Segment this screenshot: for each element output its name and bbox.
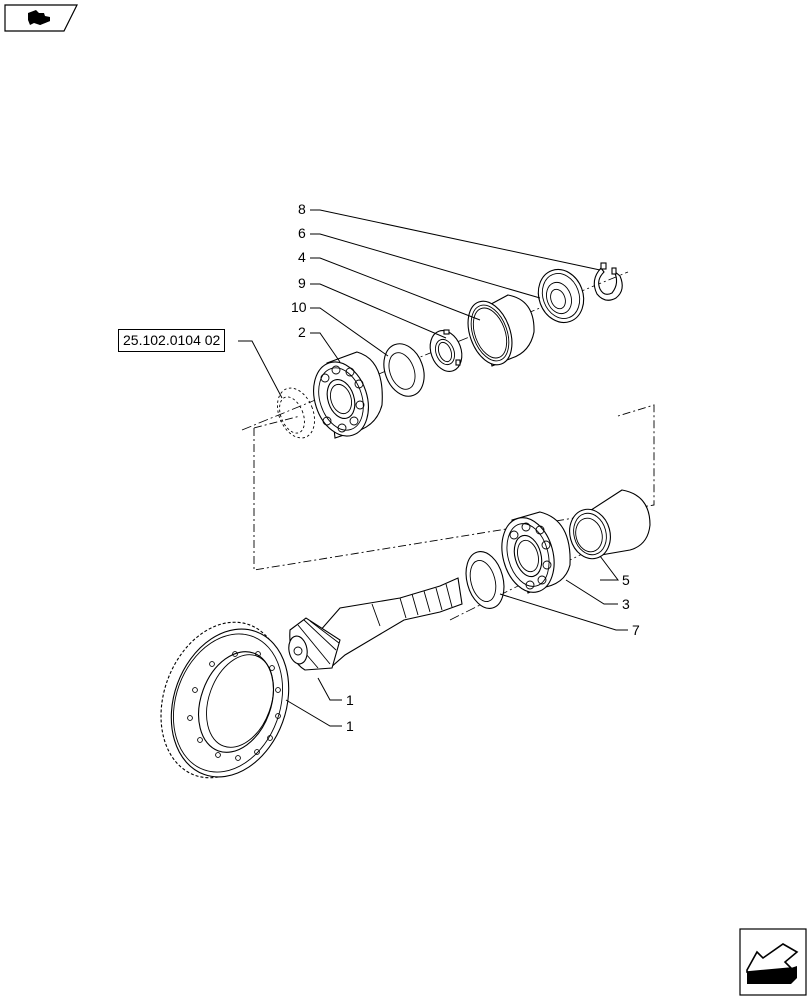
leader-lines — [238, 209, 628, 727]
assembly-frame — [253, 404, 655, 571]
part-4-bearing-cup — [467, 294, 535, 367]
part-2-bearing — [313, 351, 383, 439]
part-3-bearing — [501, 511, 571, 594]
arrow-back-icon — [4, 4, 78, 32]
callout-5[interactable]: 5 — [622, 572, 630, 588]
next-page-button[interactable] — [739, 928, 807, 996]
callout-9[interactable]: 9 — [298, 275, 306, 291]
part-5-sleeve — [569, 489, 651, 560]
callout-2[interactable]: 2 — [298, 324, 306, 340]
callout-1-pinion[interactable]: 1 — [346, 692, 354, 708]
part-1-crown-wheel — [160, 621, 290, 779]
callout-6[interactable]: 6 — [298, 225, 306, 241]
callout-4[interactable]: 4 — [298, 249, 306, 265]
part-9-ring-nut — [429, 329, 463, 372]
callout-3[interactable]: 3 — [622, 596, 630, 612]
part-8-snap-ring — [593, 262, 623, 301]
part-6-seal — [537, 268, 585, 324]
callout-7[interactable]: 7 — [632, 622, 640, 638]
arrow-forward-icon — [739, 928, 807, 996]
part-7-washer — [465, 551, 505, 609]
reference-link[interactable]: 25.102.0104 02 — [118, 329, 226, 352]
part-1-pinion-shaft — [288, 577, 463, 671]
reference-washer — [277, 387, 315, 439]
callout-10[interactable]: 10 — [291, 299, 307, 315]
callout-8[interactable]: 8 — [298, 201, 306, 217]
previous-page-button[interactable] — [4, 4, 78, 32]
part-10-washer — [383, 343, 425, 397]
callout-1-crown-wheel[interactable]: 1 — [346, 718, 354, 734]
